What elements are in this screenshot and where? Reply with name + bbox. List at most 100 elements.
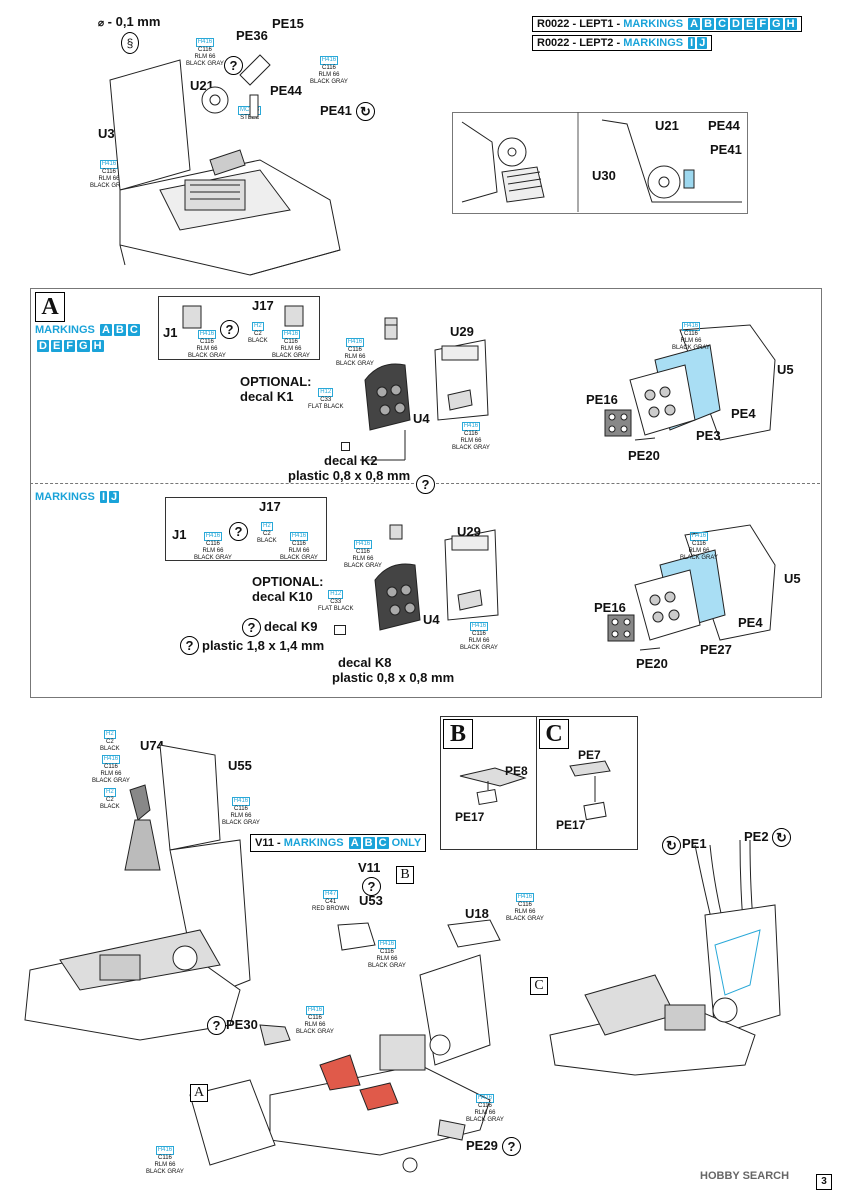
paint-c: C41 xyxy=(325,899,337,905)
part-label-pe7: PE7 xyxy=(578,748,601,762)
paint-code: H416 xyxy=(101,755,121,764)
paint-code: H416 xyxy=(353,540,373,549)
paint-name: BLACK GRAY xyxy=(186,61,224,67)
marking-badge: G xyxy=(770,18,783,30)
paint-c: C116 xyxy=(692,541,706,547)
paint-callout: H2 C2 BLACK xyxy=(257,522,277,545)
paint-name: BLACK GRAY xyxy=(280,555,318,561)
part-label-v11: V11 xyxy=(358,860,381,875)
paint-c: C116 xyxy=(684,331,698,337)
paint-callout: H416 C116 RLM 66 BLACK GRAY xyxy=(344,540,382,570)
paint-c: C116 xyxy=(472,631,486,637)
part-label-pe3: PE3 xyxy=(696,428,721,443)
paint-name: BLACK GRAY xyxy=(368,963,406,969)
paint-callout: H416 C116 RLM 66 BLACK GRAY xyxy=(188,330,226,360)
paint-name: BLACK GRAY xyxy=(336,361,374,367)
section-a-letter: A xyxy=(35,292,65,322)
marking-badge: G xyxy=(77,340,90,352)
part-label-pe4: PE4 xyxy=(738,615,763,630)
paint-c: C116 xyxy=(292,541,306,547)
paint-rlm: RLM 66 xyxy=(288,548,310,554)
bend-icon: ↻ xyxy=(662,836,681,855)
marking-badge: E xyxy=(50,340,63,352)
part-label-pe16: PE16 xyxy=(586,392,618,407)
marking-badge: I xyxy=(99,491,108,503)
marking-badge: C xyxy=(716,18,729,30)
marking-badge: H xyxy=(91,340,104,352)
paint-callout: H2 C2 BLACK xyxy=(100,788,120,811)
part-label-u5: U5 xyxy=(777,362,794,377)
paint-callout: H416 C116 RLM 66 BLACK GRAY xyxy=(336,338,374,368)
section-a-frame xyxy=(30,288,822,698)
paint-code: H416 xyxy=(469,622,489,631)
paint-name: BLACK GRAY xyxy=(188,353,226,359)
paint-c: C116 xyxy=(234,806,248,812)
paint-code: H12 xyxy=(328,590,344,599)
v11-text: V11 - xyxy=(255,837,284,849)
marking-badge: B xyxy=(362,837,375,849)
paint-rlm: RLM 66 xyxy=(474,1110,496,1116)
header-markings-label: MARKINGS xyxy=(623,18,684,30)
watermark: HOBBY SEARCH xyxy=(700,1170,790,1182)
paint-callout: H416 C116 RLM 66 BLACK GRAY xyxy=(460,622,498,652)
detail-label-pe44: PE44 xyxy=(708,118,740,133)
part-label-u5: U5 xyxy=(784,571,801,586)
paint-name: RED BROWN xyxy=(312,906,350,912)
marking-badge: J xyxy=(109,491,120,503)
paint-rlm: RLM 66 xyxy=(304,1022,326,1028)
markings-label: MARKINGS xyxy=(35,491,95,503)
marking-badge: H xyxy=(784,18,797,30)
detail-drawing xyxy=(461,112,742,212)
paint-c: C116 xyxy=(200,339,214,345)
paint-c: C33 xyxy=(330,599,342,605)
part-label-pe36: PE36 xyxy=(236,28,268,43)
paint-rlm: RLM 66 xyxy=(460,438,482,444)
part-label-pe1: PE1 xyxy=(682,836,707,851)
question-icon: ? xyxy=(416,475,435,494)
marking-badge: E xyxy=(743,18,756,30)
page-number: 3 xyxy=(816,1174,832,1190)
detail-label-u30: U30 xyxy=(592,168,616,183)
decal-k10-label: decal K10 xyxy=(252,589,313,604)
paint-name: BLACK GRAY xyxy=(92,778,130,784)
paint-rlm: RLM 66 xyxy=(100,771,122,777)
paint-code: H12 xyxy=(318,388,334,397)
paint-code: H416 xyxy=(281,330,301,339)
marking-badge: J xyxy=(697,37,708,49)
paint-code: H416 xyxy=(231,797,251,806)
paint-code: H47 xyxy=(323,890,339,899)
paint-callout: H416 C116 RLM 66 BLACK GRAY xyxy=(452,422,490,452)
marking-badge: I xyxy=(688,37,696,49)
part-label-pe29: PE29 xyxy=(466,1138,498,1153)
paint-callout: H416 C116 RLM 66 BLACK GRAY xyxy=(506,893,544,923)
decal-k9-label: decal K9 xyxy=(264,619,318,634)
paint-rlm: RLM 66 xyxy=(344,354,366,360)
marking-badge: D xyxy=(730,18,742,30)
paint-rlm: RLM 66 xyxy=(196,346,218,352)
paint-code: H416 xyxy=(195,38,215,47)
paint-code: H2 xyxy=(104,788,116,797)
paint-code: H416 xyxy=(475,1094,495,1103)
decal-k2-label: decal K2 xyxy=(324,453,378,468)
part-label-pe20: PE20 xyxy=(628,448,660,463)
paint-callout: H416 C116 RLM 66 BLACK GRAY xyxy=(280,532,318,562)
paint-callout: H416 C116 RLM 66 BLACK GRAY xyxy=(368,940,406,970)
paint-name: BLACK GRAY xyxy=(272,353,310,359)
marking-badge: A xyxy=(688,18,701,30)
paint-callout: H416 C116 RLM 66 BLACK GRAY xyxy=(272,330,310,360)
plastic-strip-icon xyxy=(334,625,346,635)
question-icon: ? xyxy=(224,56,243,75)
paint-rlm: RLM 66 xyxy=(468,638,490,644)
right-cockpit-drawing xyxy=(549,839,781,1076)
paint-c: C116 xyxy=(478,1103,492,1109)
decal-k8-label: decal K8 xyxy=(338,655,392,670)
paint-c: C116 xyxy=(198,47,212,53)
question-icon: ? xyxy=(220,320,239,339)
part-label-u29: U29 xyxy=(450,324,474,339)
marking-badge: D xyxy=(37,340,49,352)
paint-code: H416 xyxy=(197,330,217,339)
marking-badge: C xyxy=(376,837,389,849)
paint-rlm: RLM 66 xyxy=(514,909,536,915)
marking-badge: B xyxy=(113,324,126,336)
part-label-pe16: PE16 xyxy=(594,600,626,615)
